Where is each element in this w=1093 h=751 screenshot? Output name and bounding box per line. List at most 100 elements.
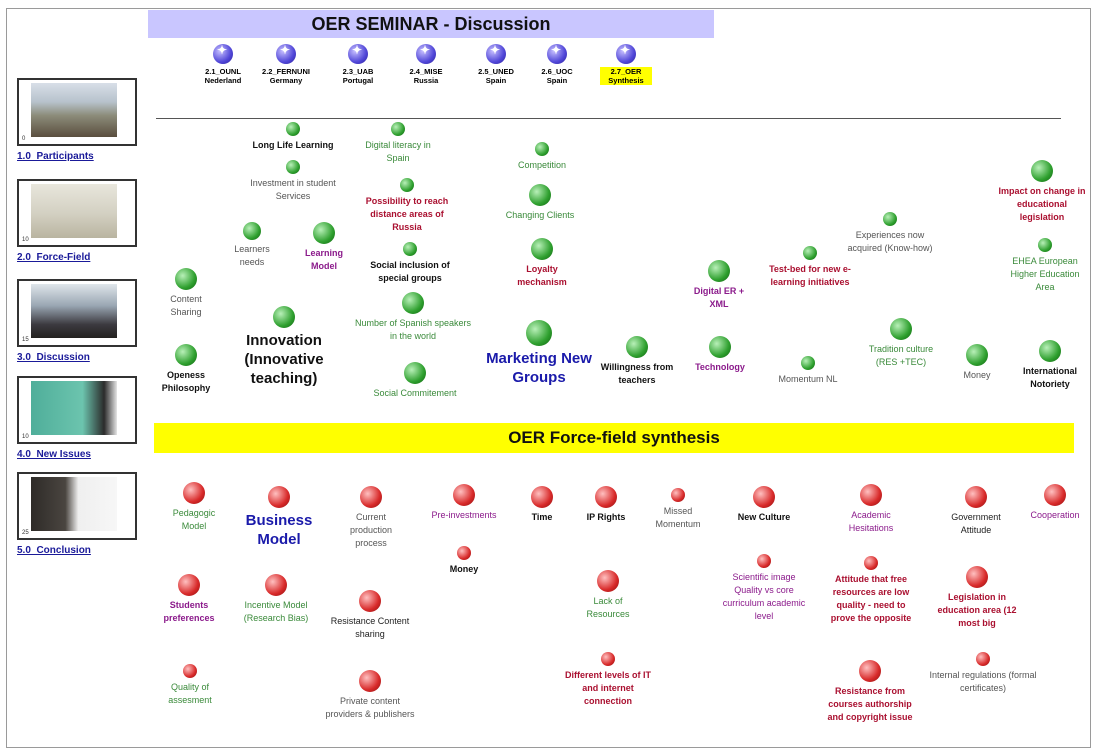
minus-icon — [457, 546, 471, 560]
minus-icon — [360, 486, 382, 508]
minus-icon — [671, 488, 685, 502]
plus-icon — [708, 260, 730, 282]
force-node-positive: Money — [954, 344, 1000, 382]
force-node-positive: Digital ER + XML — [686, 260, 752, 311]
minus-icon — [859, 660, 881, 682]
force-node-positive: Digital literacy in Spain — [357, 122, 439, 165]
plus-icon — [313, 222, 335, 244]
minus-icon — [597, 570, 619, 592]
force-node-positive: Social Commitement — [360, 362, 470, 400]
minus-icon — [966, 566, 988, 588]
force-node-positive: Impact on change in educational legislat… — [996, 160, 1088, 224]
plus-icon — [175, 268, 197, 290]
plus-icon — [883, 212, 897, 226]
plus-icon — [801, 356, 815, 370]
thumb-participants[interactable]: 0 1.0_Participants — [17, 78, 137, 162]
minus-icon — [183, 664, 197, 678]
force-node-positive: Momentum NL — [768, 356, 848, 386]
plus-icon — [535, 142, 549, 156]
thumb-discussion[interactable]: 15 3.0_Discussion — [17, 279, 137, 363]
tab-bubble-icon — [213, 44, 233, 64]
force-node-positive: Possibility to reach distance areas of R… — [358, 178, 456, 234]
plus-icon — [400, 178, 414, 192]
force-node-negative: Missed Momentum — [644, 488, 712, 531]
plus-icon — [966, 344, 988, 366]
tab-bubble-icon — [416, 44, 436, 64]
plus-icon — [531, 238, 553, 260]
force-node-negative: Cooperation — [1022, 484, 1088, 522]
thumb-new-issues[interactable]: 10 4.0_New Issues — [17, 376, 137, 460]
thumb-frame: 10 — [17, 179, 137, 247]
force-node-negative: Different levels of IT and internet conn… — [560, 652, 656, 708]
minus-icon — [453, 484, 475, 506]
force-node-negative: Academic Hesitations — [836, 484, 906, 535]
tab-bubble-icon — [616, 44, 636, 64]
plus-icon — [626, 336, 648, 358]
force-node-positive: Technology — [684, 336, 756, 374]
force-node-positive: Content Sharing — [158, 268, 214, 319]
force-node-negative: Money — [438, 546, 490, 576]
minus-icon — [531, 486, 553, 508]
force-node-negative: Current production process — [338, 486, 404, 550]
plus-icon — [526, 320, 552, 346]
force-node-positive: EHEA European Higher Education Area — [1004, 238, 1086, 294]
photo-image — [31, 381, 117, 435]
plus-icon — [273, 306, 295, 328]
force-node-positive: Number of Spanish speakers in the world — [354, 292, 472, 343]
minus-icon — [601, 652, 615, 666]
page-title: OER SEMINAR - Discussion — [148, 10, 714, 38]
plus-icon — [286, 160, 300, 174]
force-node-negative: IP Rights — [584, 486, 628, 524]
force-node-negative: Lack of Resources — [574, 570, 642, 621]
force-node-negative: Attitude that free resources are low qua… — [826, 556, 916, 625]
thumb-force-field[interactable]: 10 2.0_Force-Field — [17, 179, 137, 263]
force-node-negative: Legislation in education area (12 most b… — [934, 566, 1020, 630]
force-node-negative: Resistance Content sharing — [328, 590, 412, 641]
force-node-positive: Willingness from teachers — [600, 336, 674, 387]
tab-bubble-icon — [547, 44, 567, 64]
force-node-positive: Changing Clients — [490, 184, 590, 222]
force-node-negative: Time — [520, 486, 564, 524]
force-node-positive: Experiences now acquired (Know-how) — [846, 212, 934, 255]
force-node-negative: Quality of assesment — [158, 664, 222, 707]
photo-image — [31, 83, 117, 137]
force-node-negative: New Culture — [734, 486, 794, 524]
diagram-frame — [6, 8, 1091, 748]
divider-line — [156, 118, 1061, 119]
plus-icon — [175, 344, 197, 366]
force-node-negative: Pedagogic Model — [160, 482, 228, 533]
minus-icon — [965, 486, 987, 508]
photo-image — [31, 284, 117, 338]
minus-icon — [595, 486, 617, 508]
plus-icon — [402, 292, 424, 314]
photo-image — [31, 184, 117, 238]
plus-icon — [243, 222, 261, 240]
force-node-negative: Incentive Model (Research Bias) — [232, 574, 320, 625]
force-node-positive: Test-bed for new e-learning initiatives — [764, 246, 856, 289]
thumb-conclusion[interactable]: 25 5.0_Conclusion — [17, 472, 137, 556]
force-node-positive: Competition — [505, 142, 579, 172]
plus-icon — [404, 362, 426, 384]
minus-icon — [1044, 484, 1066, 506]
force-node-negative: Scientific image Quality vs core curricu… — [720, 554, 808, 623]
force-node-positive: Social inclusion of special groups — [365, 242, 455, 285]
force-node-positive: Loyalty mechanism — [508, 238, 576, 289]
force-node-negative: Resistance from courses authorship and c… — [826, 660, 914, 724]
plus-icon — [890, 318, 912, 340]
force-node-negative: Private content providers & publishers — [322, 670, 418, 721]
minus-icon — [359, 590, 381, 612]
force-node-positive: Long Life Learning — [240, 122, 346, 152]
thumb-frame: 0 — [17, 78, 137, 146]
force-node-positive: Investment in student Services — [242, 160, 344, 203]
minus-icon — [178, 574, 200, 596]
force-node-positive: Tradition culture (RES +TEC) — [864, 318, 938, 369]
thumb-frame: 15 — [17, 279, 137, 347]
minus-icon — [183, 482, 205, 504]
